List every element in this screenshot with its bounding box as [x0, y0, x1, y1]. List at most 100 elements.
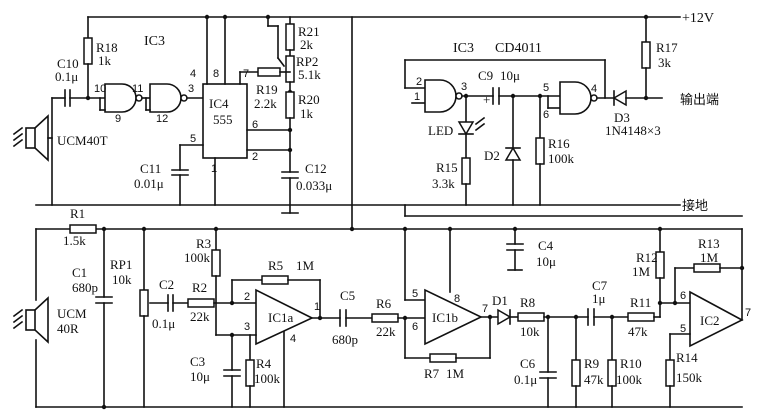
output-terminal-label: 输出端: [680, 92, 719, 108]
svg-text:6: 6: [680, 290, 686, 302]
R20-name: R20: [298, 92, 320, 107]
led-label: LED: [428, 123, 453, 138]
R7-value: 1M: [446, 366, 465, 381]
ground-label: 接地: [682, 198, 708, 214]
svg-text:3: 3: [244, 321, 250, 333]
svg-text:4: 4: [190, 68, 196, 80]
RP1-name: RP1: [110, 257, 132, 272]
svg-text:1: 1: [211, 163, 217, 175]
R8-name: R8: [520, 295, 535, 310]
IC2-label: IC2: [700, 313, 720, 328]
transmitter-ic-group: IC3: [144, 34, 165, 49]
svg-text:8: 8: [213, 68, 219, 80]
R13-value: 1M: [700, 250, 719, 265]
output-part: CD4011: [495, 41, 542, 56]
D1-label: D1: [492, 293, 508, 308]
C3-name: C3: [190, 354, 205, 369]
R1-value: 1.5k: [63, 233, 86, 248]
IC1b-label: IC1b: [432, 310, 458, 325]
svg-text:7: 7: [745, 307, 751, 319]
D3-name: D3: [614, 110, 630, 125]
R19-value: 2.2k: [254, 96, 277, 111]
C10-value: 0.1μ: [55, 69, 78, 84]
C7-name: C7: [592, 278, 608, 293]
R15-value: 3.3k: [432, 176, 455, 191]
D2-label: D2: [484, 148, 500, 163]
RP2-name: RP2: [296, 54, 318, 69]
R10-value: 100k: [616, 372, 643, 387]
C4-value: 10μ: [536, 254, 556, 269]
svg-text:10: 10: [94, 83, 106, 95]
R3-name: R3: [196, 236, 211, 251]
C1-name: C1: [72, 265, 87, 280]
R3-value: 100k: [184, 250, 211, 265]
R4-name: R4: [256, 356, 272, 371]
svg-text:7: 7: [243, 68, 249, 80]
R13-name: R13: [698, 236, 720, 251]
C10-name: C10: [57, 56, 79, 71]
R5-name: R5: [268, 258, 283, 273]
C9-name: C9: [478, 68, 493, 83]
C11-name: C11: [140, 161, 161, 176]
C1-value: 680p: [72, 280, 98, 295]
R19-name: R19: [256, 82, 278, 97]
transmitter-transducer: [12, 97, 53, 206]
svg-text:4: 4: [591, 83, 597, 95]
R10-name: R10: [620, 356, 642, 371]
supply-label: +12V: [682, 11, 714, 26]
R14-value: 150k: [676, 370, 703, 385]
svg-text:6: 6: [543, 109, 549, 121]
R9-value: 47k: [584, 372, 604, 387]
R12-value: 1M: [632, 264, 651, 279]
C6-name: C6: [520, 356, 536, 371]
C12-name: C12: [305, 161, 327, 176]
svg-text:12: 12: [156, 113, 168, 125]
timer-part: 555: [213, 112, 233, 127]
R11-name: R11: [630, 295, 651, 310]
svg-text:1: 1: [314, 301, 320, 313]
R20-value: 1k: [300, 106, 314, 121]
svg-text:3: 3: [188, 83, 194, 95]
svg-text:8: 8: [454, 293, 460, 305]
R1-name: R1: [70, 206, 85, 221]
svg-text:+: +: [483, 92, 490, 107]
R15-name: R15: [436, 160, 458, 175]
output-ic-group: IC3: [453, 41, 474, 56]
D3-value: 1N4148×3: [605, 123, 661, 138]
transmitter-transducer-label: UCM40T: [57, 133, 108, 148]
svg-text:4: 4: [290, 333, 296, 345]
R14-name: R14: [676, 350, 698, 365]
IC1a-label: IC1a: [268, 310, 294, 325]
svg-text:5: 5: [190, 133, 196, 145]
R21-name: R21: [298, 24, 320, 39]
svg-text:2: 2: [416, 76, 422, 88]
C11-value: 0.01μ: [134, 176, 164, 191]
receiver-section: UCM 40R R1 1.5k C1 680p RP1 10k C2 0.1μ …: [12, 206, 751, 410]
svg-text:9: 9: [115, 113, 121, 125]
R6-value: 22k: [376, 324, 396, 339]
R7-name: R7: [424, 366, 440, 381]
svg-text:7: 7: [482, 303, 488, 315]
C4-name: C4: [538, 238, 554, 253]
svg-text:6: 6: [412, 321, 418, 333]
R9-name: R9: [584, 356, 599, 371]
C12-value: 0.033μ: [296, 178, 332, 193]
svg-text:5: 5: [412, 288, 418, 300]
C2-value: 0.1μ: [152, 316, 175, 331]
R16-name: R16: [548, 136, 570, 151]
receiver-transducer-line1: UCM: [57, 306, 87, 321]
svg-text:3: 3: [461, 81, 467, 93]
svg-text:2: 2: [252, 151, 258, 163]
C6-value: 0.1μ: [514, 372, 537, 387]
R18-value: 1k: [98, 53, 112, 68]
svg-text:1: 1: [414, 91, 420, 103]
C7-value: 1μ: [592, 291, 606, 306]
svg-text:2: 2: [244, 291, 250, 303]
C3-value: 10μ: [190, 369, 210, 384]
svg-text:6: 6: [252, 119, 258, 131]
svg-text:5: 5: [680, 323, 686, 335]
R17-value: 3k: [658, 55, 672, 70]
R2-name: R2: [192, 280, 207, 295]
R11-value: 47k: [628, 324, 648, 339]
svg-text:5: 5: [543, 82, 549, 94]
